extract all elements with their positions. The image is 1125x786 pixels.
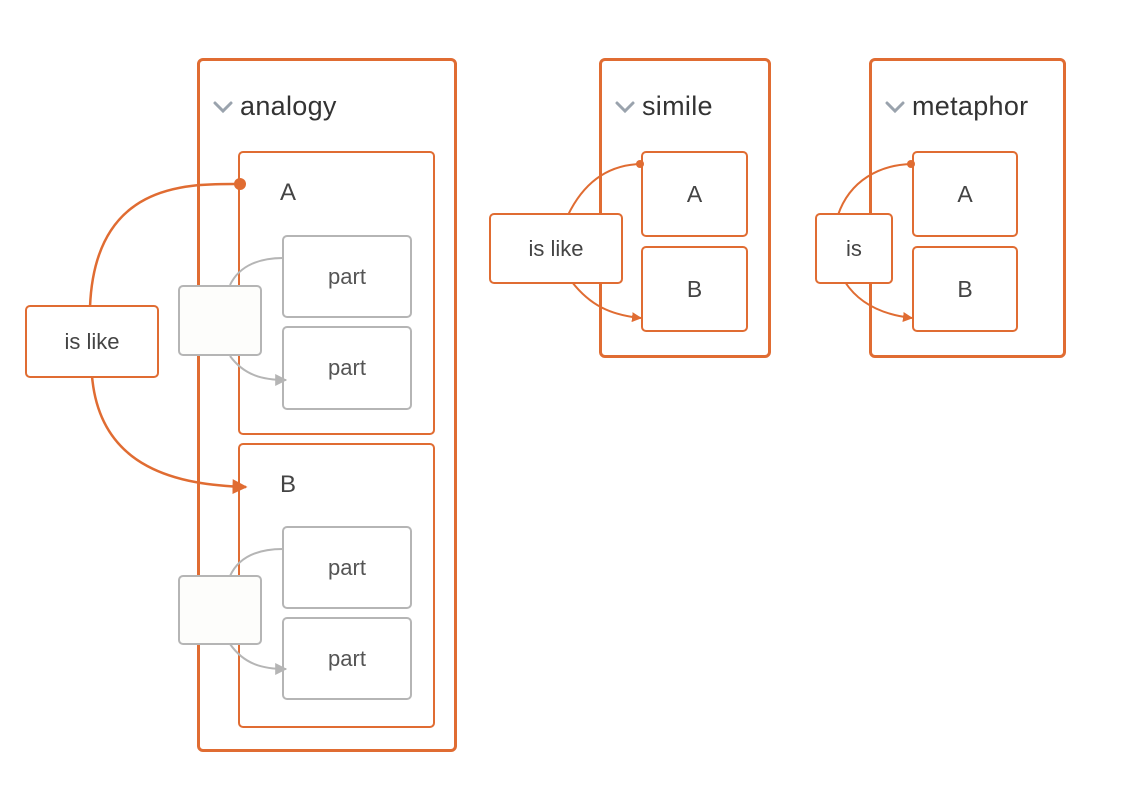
part-label: part [328, 263, 366, 289]
group-title: metaphor [912, 91, 1029, 121]
node-label: A [280, 179, 297, 206]
node-label: B [280, 471, 297, 498]
part-label: part [328, 645, 366, 671]
part-node[interactable]: part [282, 526, 412, 609]
group-analogy-header[interactable]: analogy [212, 91, 337, 122]
relation-label: is like [64, 328, 120, 354]
relation-label: is like [528, 235, 584, 261]
group-title: analogy [240, 91, 337, 121]
group-metaphor-header[interactable]: metaphor [884, 91, 1028, 122]
node-a[interactable]: A [641, 151, 748, 237]
part-node[interactable]: part [282, 617, 412, 700]
node-a[interactable]: A [912, 151, 1018, 237]
node-label: A [686, 180, 703, 207]
relation-label-box[interactable]: is [815, 213, 893, 284]
relation-label-box[interactable]: is like [25, 305, 159, 378]
node-label: A [957, 180, 973, 207]
chevron-down-icon[interactable] [884, 100, 906, 114]
relation-label-box[interactable]: is like [489, 213, 623, 284]
part-label: part [328, 355, 366, 380]
group-simile-header[interactable]: simile [614, 91, 713, 122]
chevron-down-icon[interactable] [614, 100, 636, 114]
part-node[interactable]: part [282, 235, 412, 318]
node-b[interactable]: B [641, 246, 748, 332]
group-title: simile [642, 91, 713, 121]
part-node[interactable]: part [282, 326, 412, 410]
part-of-relation-box[interactable] [178, 285, 262, 356]
node-b[interactable]: B [912, 246, 1018, 332]
part-label: part [328, 554, 366, 580]
node-label: B [957, 275, 973, 302]
chevron-down-icon[interactable] [212, 100, 234, 114]
relation-label: is [846, 235, 862, 261]
node-label: B [686, 275, 703, 302]
part-of-relation-box[interactable] [178, 575, 262, 645]
